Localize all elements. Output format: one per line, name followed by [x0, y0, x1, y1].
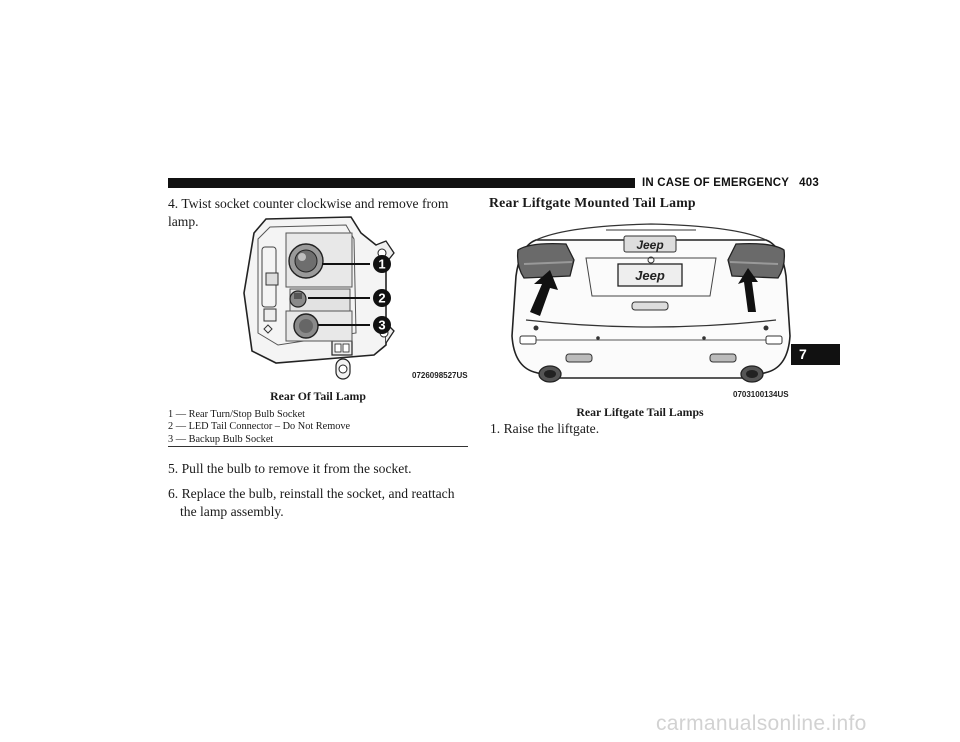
legend-item: 2 — LED Tail Connector – Do Not Remove: [168, 421, 351, 433]
chapter-tab[interactable]: 7: [791, 344, 840, 365]
header-rule: [168, 178, 635, 188]
callout-2: 2: [373, 289, 391, 307]
figure-1-code: 0726098527US: [412, 371, 468, 380]
figure-1-legend: 1 — Rear Turn/Stop Bulb Socket 2 — LED T…: [168, 409, 468, 446]
section-heading: Rear Liftgate Mounted Tail Lamp: [489, 195, 696, 210]
step-6: 6. Replace the bulb, reinstall the socke…: [168, 486, 455, 519]
step-1: 1. Raise the liftgate.: [490, 421, 600, 436]
tail-lamp-illustration: 1 2 3: [243, 216, 395, 380]
badge-text-plate: Jeep: [635, 268, 665, 283]
page-number: 403: [799, 177, 819, 189]
legend-item: 3 — Backup Bulb Socket: [168, 433, 274, 445]
callout-3: 3: [373, 316, 391, 334]
badge-text-top: Jeep: [636, 238, 663, 252]
step-4: 4. Twist socket counter clockwise and re…: [168, 196, 449, 229]
liftgate-illustration: Jeep Jeep: [511, 223, 791, 383]
page-header: IN CASE OF EMERGENCY 403: [642, 177, 819, 189]
legend-divider: [168, 446, 468, 447]
figure-1-caption: Rear Of Tail Lamp: [270, 389, 366, 403]
section-title: IN CASE OF EMERGENCY: [642, 177, 790, 189]
step-5: 5. Pull the bulb to remove it from the s…: [168, 461, 412, 476]
svg-text:2: 2: [378, 291, 385, 306]
svg-text:1: 1: [378, 257, 385, 272]
callout-1: 1: [373, 255, 391, 273]
figure-2-caption: Rear Liftgate Tail Lamps: [576, 405, 704, 419]
watermark-url[interactable]: carmanualsonline.info: [656, 712, 867, 735]
svg-text:3: 3: [378, 318, 385, 333]
arrow-left-lamp: [530, 270, 558, 316]
legend-item: 1 — Rear Turn/Stop Bulb Socket: [168, 409, 306, 420]
arrow-right-lamp: [738, 268, 758, 312]
figure-2-code: 0703100134US: [733, 390, 789, 399]
